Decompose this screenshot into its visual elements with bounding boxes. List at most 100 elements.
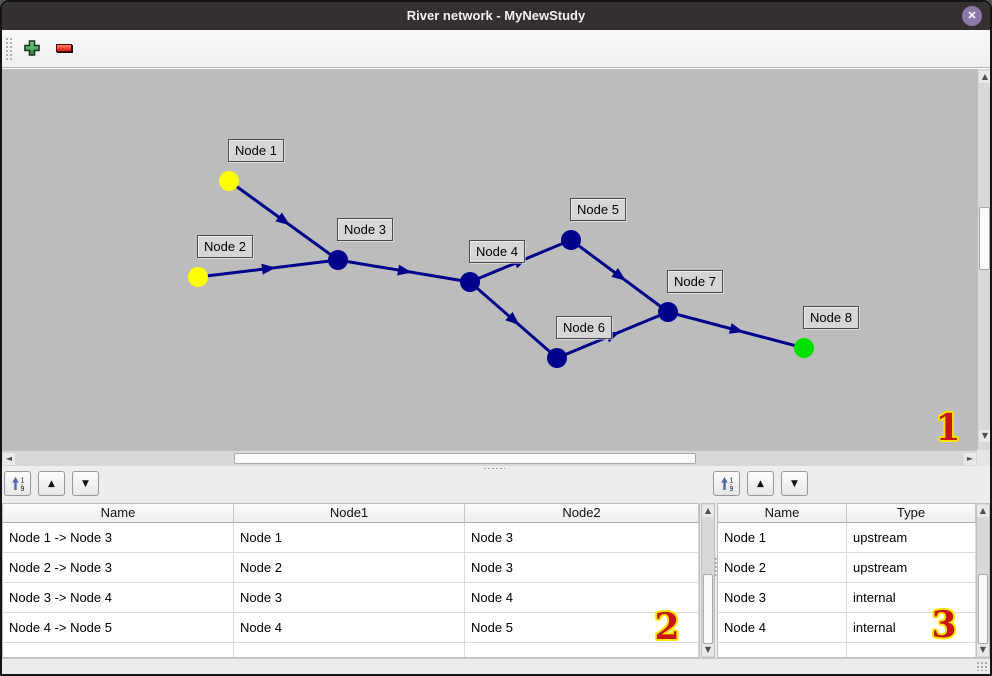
toolbar-drag-handle[interactable] (5, 37, 13, 61)
reach-cell: Node 4 (234, 613, 465, 643)
pane-splitter-handle[interactable] (483, 467, 505, 471)
scroll-up-button[interactable]: ▲ (702, 505, 714, 517)
svg-text:9: 9 (20, 486, 24, 492)
node-circle[interactable] (547, 348, 567, 368)
nodes-scrollbar[interactable]: ▲ ▼ (976, 503, 990, 658)
move-up-button[interactable]: ▲ (747, 471, 774, 496)
move-down-button[interactable]: ▼ (72, 471, 99, 496)
node-label[interactable]: Node 3 (337, 218, 393, 241)
add-node-button[interactable] (20, 36, 44, 60)
nodes-scroll-thumb[interactable] (978, 574, 988, 644)
annotation-marker: 1 (935, 407, 961, 449)
scroll-down-button[interactable]: ▼ (979, 430, 990, 442)
panel-splitter-handle[interactable] (714, 557, 718, 577)
node-label[interactable]: Node 8 (803, 306, 859, 329)
node-type-cell (718, 643, 847, 657)
node-circle[interactable] (219, 171, 239, 191)
scroll-down-button[interactable]: ▼ (702, 644, 714, 656)
edge-arrow-icon (275, 212, 290, 226)
header-cell-node2[interactable]: Node2 (465, 504, 699, 523)
nodes-toolbar: 1 9 ▲ ▼ (713, 471, 808, 496)
scroll-up-button[interactable]: ▲ (977, 505, 989, 517)
move-down-button[interactable]: ▼ (781, 471, 808, 496)
canvas-vscroll-thumb[interactable] (979, 207, 990, 270)
scroll-down-icon: ▼ (981, 431, 989, 440)
node-type-row[interactable] (718, 643, 976, 657)
scroll-up-icon: ▲ (979, 506, 987, 515)
node-type-cell: upstream (847, 523, 976, 553)
scroll-left-button[interactable]: ◄ (3, 453, 15, 465)
svg-text:9: 9 (729, 486, 733, 492)
svg-text:1: 1 (729, 477, 733, 484)
titlebar[interactable]: River network - MyNewStudy ✕ (2, 2, 990, 30)
reach-cell: Node 3 (234, 583, 465, 613)
header-cell-type[interactable]: Type (847, 504, 976, 523)
move-up-button[interactable]: ▲ (38, 471, 65, 496)
reach-cell: Node 3 (465, 553, 699, 583)
node-circle[interactable] (460, 272, 480, 292)
reach-cell (465, 643, 699, 657)
canvas-hscroll-thumb[interactable] (234, 453, 696, 464)
sort-button[interactable]: 1 9 (4, 471, 31, 496)
reach-cell: Node 3 (465, 523, 699, 553)
node-circle[interactable] (658, 302, 678, 322)
node-label[interactable]: Node 5 (570, 198, 626, 221)
down-triangle-icon: ▼ (791, 478, 798, 489)
scroll-down-button[interactable]: ▼ (977, 644, 989, 656)
sort-button[interactable]: 1 9 (713, 471, 740, 496)
reach-row[interactable] (3, 643, 699, 657)
node-label[interactable]: Node 4 (469, 240, 525, 263)
edge-arrow-icon (261, 263, 276, 275)
reaches-scroll-thumb[interactable] (703, 574, 713, 644)
node-label[interactable]: Node 2 (197, 235, 253, 258)
scroll-right-icon: ► (966, 454, 974, 463)
scroll-up-icon: ▲ (981, 72, 989, 81)
minus-icon (56, 44, 72, 52)
node-type-cell: Node 3 (718, 583, 847, 613)
scroll-up-button[interactable]: ▲ (979, 71, 990, 83)
node-label[interactable]: Node 1 (228, 139, 284, 162)
node-circle[interactable] (328, 250, 348, 270)
scroll-right-button[interactable]: ► (964, 453, 976, 465)
edge-arrow-icon (611, 268, 626, 281)
node-circle[interactable] (794, 338, 814, 358)
reaches-scrollbar[interactable]: ▲ ▼ (701, 503, 715, 658)
reaches-toolbar: 1 9 ▲ ▼ (4, 471, 99, 496)
canvas-vertical-scrollbar[interactable]: ▲ ▼ (977, 69, 990, 450)
reach-cell: Node 2 (234, 553, 465, 583)
node-circle[interactable] (561, 230, 581, 250)
sort-ascending-icon: 1 9 (11, 476, 24, 492)
close-button[interactable]: ✕ (962, 6, 982, 26)
node-circle[interactable] (188, 267, 208, 287)
resize-grip[interactable] (976, 661, 987, 671)
header-cell-node1[interactable]: Node1 (234, 504, 465, 523)
river-network-canvas[interactable]: Node 1 Node 2 Node 3 Node 4 Node 5 Node 6 Node… (2, 69, 977, 450)
edge-arrow-icon (728, 323, 744, 334)
reach-cell: Node 3 -> Node 4 (3, 583, 234, 613)
remove-node-button[interactable] (52, 36, 76, 60)
down-triangle-icon: ▼ (82, 478, 89, 489)
window-title: River network - MyNewStudy (406, 8, 586, 23)
annotation-marker: 2 (654, 606, 680, 648)
node-label[interactable]: Node 6 (556, 316, 612, 339)
scroll-down-icon: ▼ (979, 645, 987, 654)
scroll-up-icon: ▲ (704, 506, 712, 515)
reaches-table-header: Name Node1 Node2 (3, 504, 699, 523)
header-cell-name[interactable]: Name (718, 504, 847, 523)
canvas-horizontal-scrollbar[interactable]: ◄ ► (2, 450, 977, 466)
header-cell-name[interactable]: Name (3, 504, 234, 523)
edge-arrow-icon (505, 311, 520, 326)
reach-cell (3, 643, 234, 657)
node-label[interactable]: Node 7 (667, 270, 723, 293)
